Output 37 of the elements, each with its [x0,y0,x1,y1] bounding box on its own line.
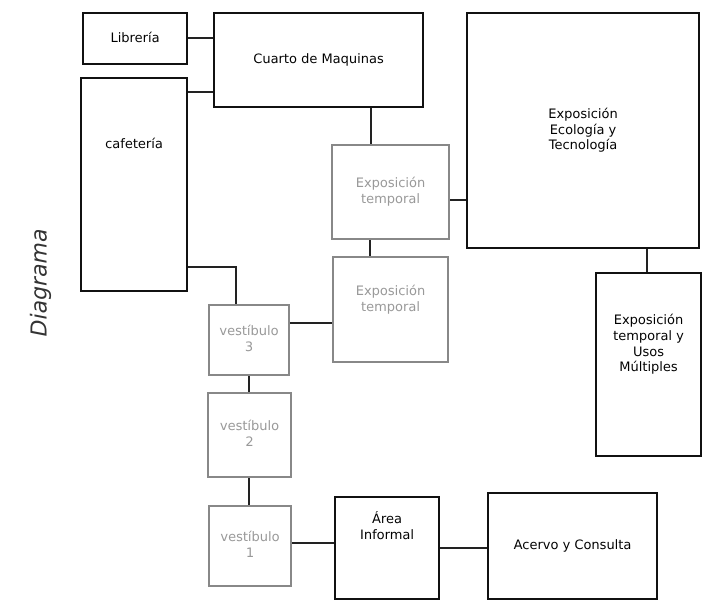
connector-line [290,322,332,324]
room-label: Exposición Ecología y Tecnología [547,106,619,156]
temp-exhibit-box [331,144,450,240]
connector-line [646,249,648,272]
lobby-box [207,392,292,478]
room-label: Acervo y Consulta [512,537,632,556]
connector-line [188,91,213,93]
connector-line [248,478,250,505]
room-label: cafetería [104,136,164,154]
lobby-box [208,304,290,376]
room-label: vestíbulo 3 [218,323,280,357]
room-label: Exposición temporal [354,175,426,209]
connector-line [188,266,237,304]
connector-line [370,108,372,144]
machine-room-box [213,12,424,108]
room-label: vestíbulo 2 [218,418,280,452]
connector-line [292,542,334,544]
connector-line [248,376,250,392]
lobby-box [208,505,292,587]
room-label: Librería [109,30,161,48]
connector-line [188,37,213,39]
connector-line [369,240,371,256]
exhibit-hall-box [466,12,700,249]
connector-line [450,199,466,201]
connector-line [440,547,487,549]
room-label: Cuarto de Maquinas [252,51,385,70]
room-label: vestíbulo 1 [219,529,281,563]
library-box [82,12,188,65]
diagram-title: Diagrama [27,228,52,336]
cafeteria-box [80,77,188,292]
informal-area-box [334,496,440,600]
collection-room-box [487,492,658,600]
multi-use-hall-box [595,272,702,457]
room-label: Exposición temporal y Usos Múltiples [612,312,685,378]
room-label: Área Informal [359,510,415,545]
room-label: Exposición temporal [354,282,426,316]
temp-exhibit-box [332,256,449,363]
